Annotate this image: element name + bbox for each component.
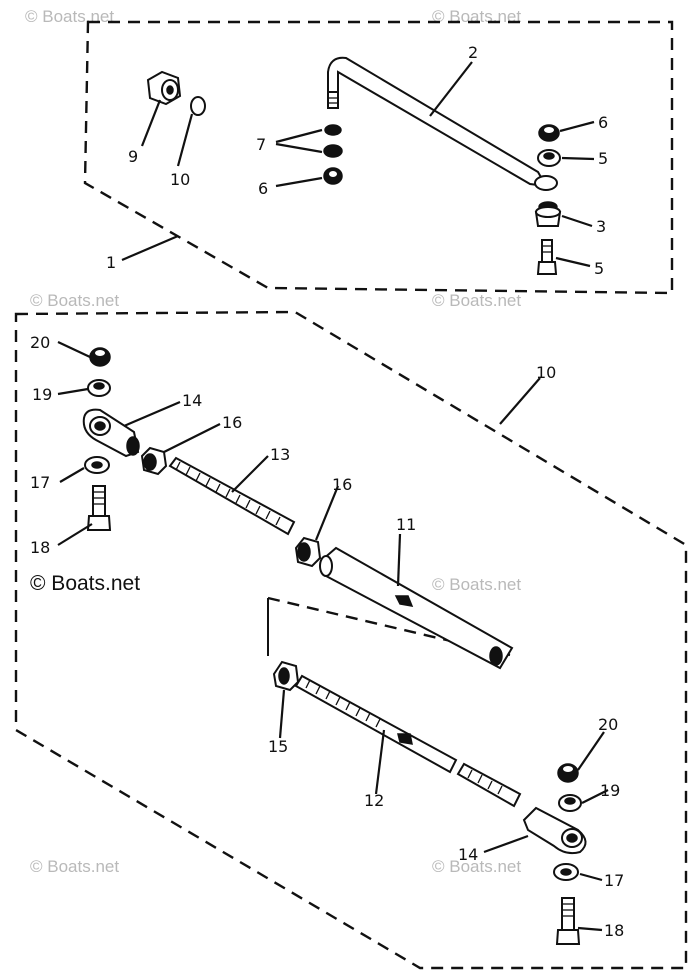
- callout-20-lower: 20: [598, 715, 618, 734]
- callout-6-left: 6: [258, 179, 268, 198]
- callout-8: 9: [128, 147, 138, 166]
- rod-end-14-upper: [82, 408, 140, 458]
- drag-link-rod-2: [327, 56, 548, 188]
- callout-14-lower: 14: [458, 845, 478, 864]
- leader-lines: [57, 61, 609, 932]
- nut-20-lower: [557, 763, 579, 783]
- callout-labels: 2 9 10 7 6 6 5 3 6 5 1 20 19 14 16 17 18…: [30, 43, 624, 940]
- washer-19-upper: [87, 379, 111, 397]
- nut-6-left: [323, 167, 343, 185]
- nut-16-upper: [140, 446, 168, 476]
- callout-6-right: 6: [598, 113, 608, 132]
- callout-5-value: 5: [594, 259, 604, 278]
- watermark: © Boats.net: [30, 291, 119, 310]
- callout-18-lower: 18: [604, 921, 624, 940]
- rod-12: [294, 674, 522, 808]
- callout-19-upper: 19: [32, 385, 52, 404]
- bolt-5: [536, 239, 558, 275]
- bolt-18-lower: [555, 897, 581, 945]
- nut-16-middle: [294, 536, 322, 568]
- washer-19-lower: [558, 794, 582, 812]
- callout-13: 13: [270, 445, 290, 464]
- washer-17-upper: [84, 456, 110, 474]
- watermark: © Boats.net: [25, 7, 114, 26]
- callout-4: 5: [598, 149, 608, 168]
- callout-14-upper: 14: [182, 391, 202, 410]
- ring-9: [190, 96, 206, 116]
- callout-9: 10: [170, 170, 190, 189]
- nut-8: [146, 70, 182, 106]
- washer-17-lower: [553, 863, 579, 881]
- rod-end-14-lower: [522, 806, 587, 855]
- callout-3: 3: [596, 217, 606, 236]
- watermark: © Boats.net: [432, 857, 521, 876]
- callout-16-upper: 16: [222, 413, 242, 432]
- callout-19-lower: 19: [600, 781, 620, 800]
- watermarks: © Boats.net © Boats.net © Boats.net © Bo…: [25, 7, 521, 876]
- group-outline-1: [83, 20, 674, 295]
- nut-6-right: [538, 124, 560, 142]
- watermark: © Boats.net: [432, 575, 521, 594]
- washer-7a: [324, 124, 342, 136]
- callout-10: 10: [536, 363, 556, 382]
- watermark: © Boats.net: [30, 857, 119, 876]
- callout-16-middle: 16: [332, 475, 352, 494]
- nut-20-upper: [89, 347, 111, 367]
- callout-17-lower: 17: [604, 871, 624, 890]
- callout-7: 7: [256, 135, 266, 154]
- callout-11: 11: [396, 515, 416, 534]
- ball-joint-eye: [534, 175, 558, 191]
- callout-2: 2: [468, 43, 478, 62]
- tube-11: [319, 546, 514, 670]
- callout-17-upper: 17: [30, 473, 50, 492]
- bushing-3: [534, 201, 562, 227]
- callout-12: 12: [364, 791, 384, 810]
- watermark: © Boats.net: [432, 291, 521, 310]
- callout-15: 15: [268, 737, 288, 756]
- threaded-rod-13: [168, 456, 296, 536]
- callout-20-upper: 20: [30, 333, 50, 352]
- nut-15: [272, 660, 300, 692]
- washer-4: [537, 149, 561, 167]
- washer-7b: [323, 144, 343, 158]
- callout-1: 1: [106, 253, 116, 272]
- watermark-dark: © Boats.net: [30, 572, 140, 595]
- callout-18-upper: 18: [30, 538, 50, 557]
